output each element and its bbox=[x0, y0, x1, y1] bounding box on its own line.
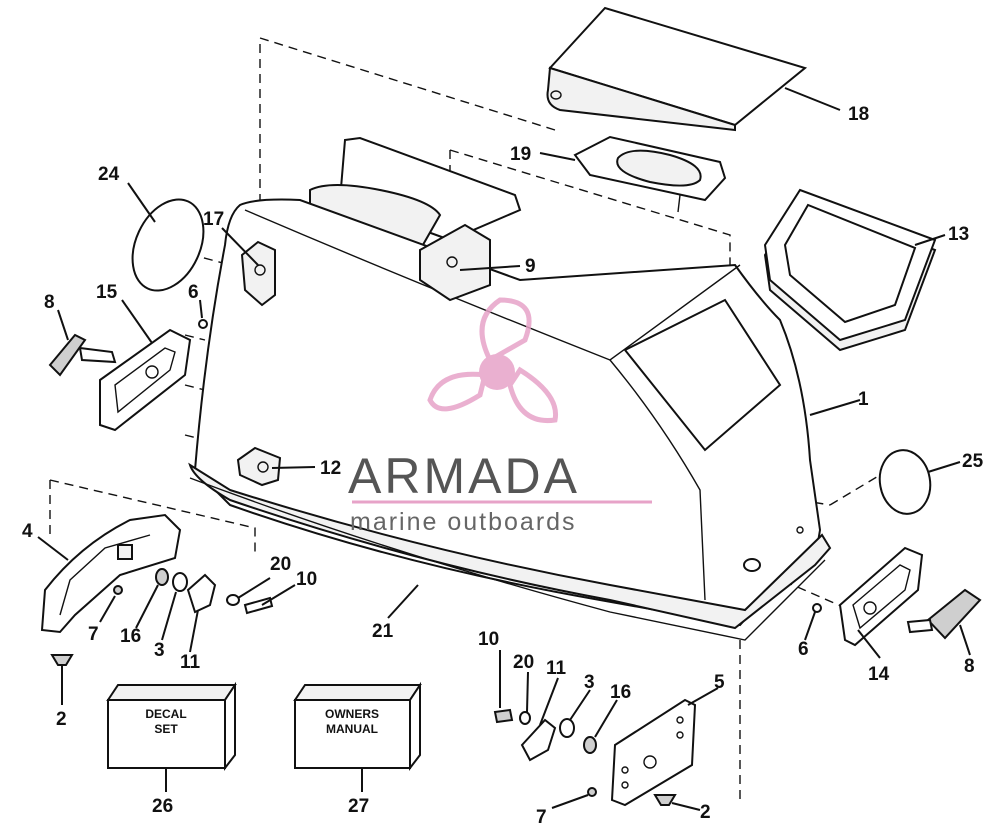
motor-cover-part-1 bbox=[188, 136, 832, 641]
callout-16b: 16 bbox=[610, 682, 631, 703]
decal-box-label-line2: SET bbox=[154, 722, 178, 736]
callout-19: 19 bbox=[510, 144, 531, 165]
callout-17: 17 bbox=[203, 209, 224, 230]
callout-10a: 10 bbox=[296, 569, 317, 590]
disc-part-25 bbox=[878, 449, 932, 515]
leader-lines bbox=[37, 87, 971, 811]
manual-box-label-line1: OWNERS bbox=[325, 707, 379, 721]
watermark-brand: ARMADA bbox=[348, 448, 580, 504]
callout-11b: 11 bbox=[546, 658, 567, 679]
armada-watermark: ARMADA marine outboards bbox=[348, 297, 652, 536]
callout-2b: 2 bbox=[700, 802, 711, 823]
top-cover-part-18 bbox=[546, 6, 808, 132]
callout-20b: 20 bbox=[513, 652, 534, 673]
callout-7b: 7 bbox=[536, 807, 547, 828]
callout-8a: 8 bbox=[44, 292, 55, 313]
decal-set-box: DECAL SET bbox=[106, 681, 237, 771]
callout-6a: 6 bbox=[188, 282, 199, 303]
bracket-part-4 bbox=[40, 513, 182, 634]
callout-14: 14 bbox=[868, 664, 890, 685]
seal-frame-part-19 bbox=[573, 135, 727, 213]
latch-plate-part-14 bbox=[838, 546, 924, 647]
callout-3b: 3 bbox=[584, 672, 595, 693]
callout-3a: 3 bbox=[154, 640, 165, 661]
decal-box-label-line1: DECAL bbox=[145, 707, 186, 721]
callout-5: 5 bbox=[714, 672, 725, 693]
latch-handle-right-part-8 bbox=[906, 588, 982, 640]
callout-9: 9 bbox=[525, 256, 536, 277]
callout-13: 13 bbox=[948, 224, 969, 245]
owners-manual-box: OWNERS MANUAL bbox=[293, 681, 422, 771]
hardware-small-parts bbox=[50, 319, 822, 806]
callout-21: 21 bbox=[372, 621, 394, 642]
callout-20a: 20 bbox=[270, 554, 291, 575]
callout-4: 4 bbox=[22, 521, 33, 542]
callout-1: 1 bbox=[858, 389, 869, 410]
callout-16a: 16 bbox=[120, 626, 141, 647]
callout-labels: 18 19 13 1 9 17 24 15 6 8 12 25 4 7 16 3… bbox=[22, 104, 984, 828]
callout-8b: 8 bbox=[964, 656, 975, 677]
latch-handle-left-part-8 bbox=[48, 333, 117, 377]
window-panel-part-13 bbox=[763, 188, 937, 352]
callout-18: 18 bbox=[848, 104, 869, 125]
callout-27: 27 bbox=[348, 796, 369, 817]
disc-part-24 bbox=[131, 198, 205, 292]
callout-26: 26 bbox=[152, 796, 173, 817]
callout-25: 25 bbox=[962, 451, 984, 472]
callout-2a: 2 bbox=[56, 709, 67, 730]
callout-10b: 10 bbox=[478, 629, 499, 650]
callout-15: 15 bbox=[96, 282, 118, 303]
callout-12: 12 bbox=[320, 458, 341, 479]
callout-24: 24 bbox=[98, 164, 120, 185]
callout-6b: 6 bbox=[798, 639, 809, 660]
watermark-tagline: marine outboards bbox=[350, 508, 577, 536]
latch-plate-part-15 bbox=[99, 328, 192, 432]
callout-7a: 7 bbox=[88, 624, 99, 645]
propeller-logo-icon bbox=[427, 297, 559, 424]
bracket-part-5 bbox=[610, 698, 697, 807]
callout-11a: 11 bbox=[180, 652, 201, 673]
manual-box-label-line2: MANUAL bbox=[326, 722, 378, 736]
